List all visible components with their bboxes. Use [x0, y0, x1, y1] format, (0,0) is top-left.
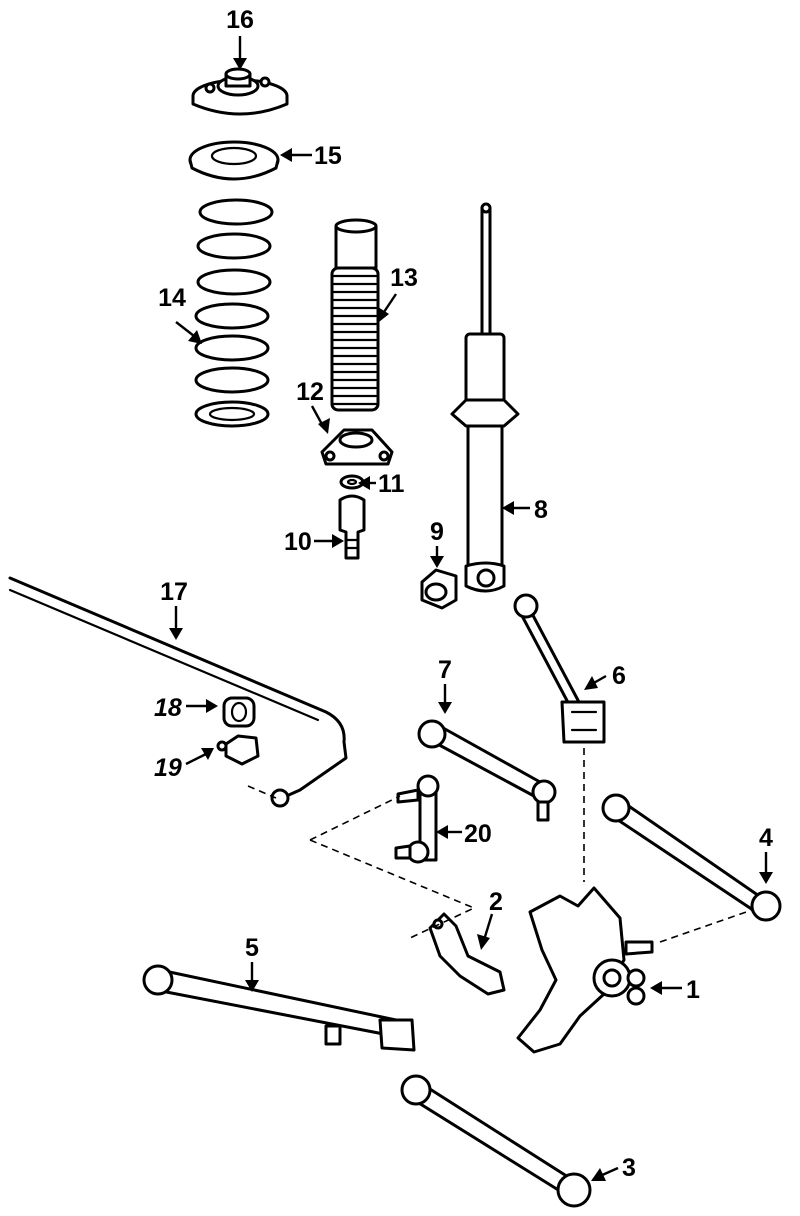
part-19-stabilizer-bracket	[216, 734, 260, 766]
part-13-dust-boot	[330, 218, 380, 412]
callout-7: 7	[438, 656, 452, 684]
part-8-shock-absorber	[450, 202, 520, 593]
part-3-lower-arm	[400, 1074, 592, 1208]
part-9-bushing	[420, 568, 458, 610]
part-18-stabilizer-bushing	[222, 696, 256, 728]
part-16-upper-mount	[191, 67, 289, 116]
callout-15: 15	[314, 142, 342, 170]
part-6-upper-arm	[513, 593, 606, 744]
callout-labels: 16 15 14 13 12 11 10 8 9 17 18 19 7 6 20…	[154, 6, 773, 1182]
callout-6: 6	[612, 662, 626, 690]
callout-12: 12	[296, 378, 324, 406]
callout-11: 11	[378, 470, 405, 498]
callout-9: 9	[430, 518, 444, 546]
callout-2: 2	[489, 888, 503, 916]
assembly-guide-lines	[247, 748, 753, 943]
part-7-lateral-link	[417, 719, 557, 822]
part-17-stabilizer-bar	[8, 576, 348, 808]
part-14-coil-spring	[194, 198, 274, 428]
callout-8: 8	[534, 496, 548, 524]
callout-10: 10	[284, 528, 312, 556]
part-11-washer	[339, 474, 365, 490]
callout-1: 1	[686, 976, 700, 1004]
callout-5: 5	[245, 934, 259, 962]
part-1-knuckle	[516, 886, 654, 1054]
callout-4: 4	[759, 824, 773, 852]
callout-20: 20	[464, 820, 492, 848]
part-4-control-arm	[601, 793, 782, 922]
callout-3: 3	[622, 1154, 636, 1182]
callout-18: 18	[154, 694, 182, 722]
part-20-stabilizer-link	[394, 774, 440, 864]
part-2-bracket	[428, 912, 506, 996]
callout-13: 13	[390, 264, 418, 292]
callout-leaders	[169, 36, 773, 1181]
part-15-spring-seat	[188, 140, 280, 181]
part-10-bump-stop	[338, 494, 366, 560]
part-12-bracket	[320, 428, 394, 466]
callout-19: 19	[154, 754, 182, 782]
part-5-trailing-arm	[142, 964, 416, 1052]
callout-17: 17	[160, 578, 188, 606]
callout-16: 16	[226, 6, 254, 34]
callout-14: 14	[158, 284, 186, 312]
